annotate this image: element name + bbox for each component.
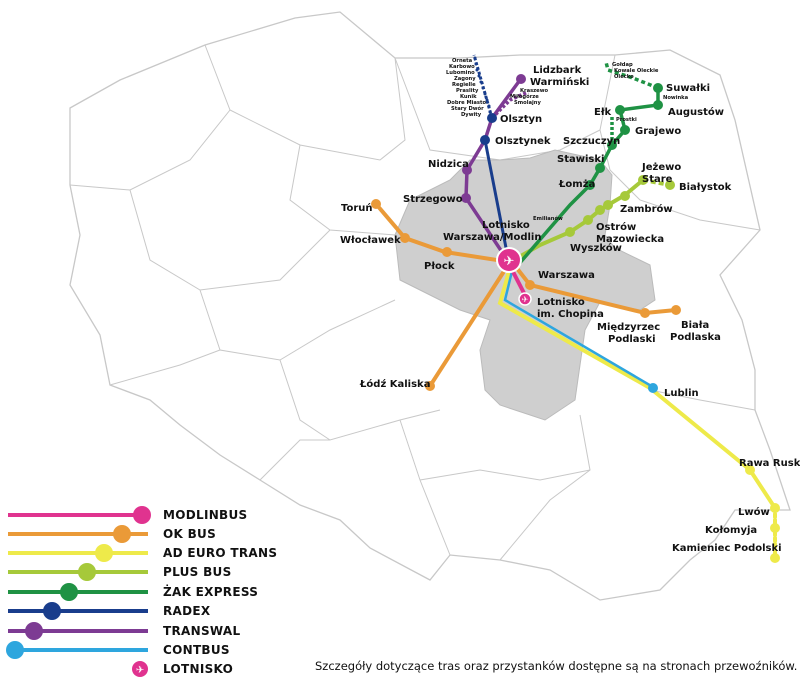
label-kunik: Kunik bbox=[460, 94, 477, 100]
svg-text:✈: ✈ bbox=[136, 665, 144, 676]
label-jezewo-2: Stare bbox=[642, 174, 673, 185]
label-biala-2: Podlaska bbox=[670, 332, 721, 343]
svg-text:✈: ✈ bbox=[522, 295, 529, 304]
legend: MODLINBUS OK BUS AD EURO TRANS PLUS BUS … bbox=[6, 506, 277, 677]
legend-lotnisko: ✈ LOTNISKO bbox=[132, 661, 233, 677]
label-rawa: Rawa Ruska bbox=[739, 458, 800, 469]
label-olsztynek: Olsztynek bbox=[495, 136, 551, 147]
label-lotnisko-chopin-1: Lotnisko bbox=[537, 297, 585, 308]
svg-text:AD EURO TRANS: AD EURO TRANS bbox=[163, 546, 277, 560]
label-kraszewo: Kraszewo bbox=[520, 88, 548, 94]
stops bbox=[371, 74, 780, 563]
label-ornety: Orneta bbox=[452, 58, 473, 64]
label-nowinka: Nowinka bbox=[663, 95, 689, 101]
label-lodz: Łódź Kaliska bbox=[359, 378, 430, 390]
label-wyszkow: Wyszków bbox=[570, 242, 622, 254]
legend-ad-euro-trans: AD EURO TRANS bbox=[8, 544, 277, 562]
label-lidzbark: Lidzbark bbox=[533, 65, 582, 76]
svg-text:CONTBUS: CONTBUS bbox=[163, 643, 230, 657]
label-praslity: Praslity bbox=[456, 88, 479, 94]
label-kolomyja: Kołomyja bbox=[705, 525, 757, 536]
label-szczuczyn: Szczuczyn bbox=[563, 136, 620, 147]
label-jezewo-1: Jeżewo bbox=[641, 162, 681, 173]
legend-radex: RADEX bbox=[8, 602, 211, 620]
svg-text:LOTNISKO: LOTNISKO bbox=[163, 662, 233, 676]
label-biala-1: Biała bbox=[681, 320, 709, 331]
svg-text:PLUS BUS: PLUS BUS bbox=[163, 565, 232, 579]
minor-stops bbox=[473, 56, 492, 114]
label-olsztyn: Olsztyn bbox=[500, 114, 542, 125]
label-emilianow: Emilianów bbox=[533, 215, 563, 222]
label-milogorze: Miłogórze bbox=[510, 93, 539, 100]
label-zagony: Zagony bbox=[454, 76, 476, 82]
svg-text:OK BUS: OK BUS bbox=[163, 527, 216, 541]
svg-text:✈: ✈ bbox=[504, 254, 515, 269]
legend-ok-bus: OK BUS bbox=[8, 525, 216, 543]
label-lotnisko-modlin-2: Warszawa/Modlin bbox=[443, 232, 541, 243]
label-bialystok: Białystok bbox=[679, 182, 732, 193]
legend-contbus: CONTBUS bbox=[6, 641, 230, 659]
legend-plus-bus: PLUS BUS bbox=[8, 563, 232, 581]
legend-modlinbus: MODLINBUS bbox=[8, 506, 248, 524]
label-elk: Ełk bbox=[594, 107, 612, 118]
label-zambrow: Zambrów bbox=[620, 203, 673, 215]
label-stawiski: Stawiski bbox=[557, 154, 604, 165]
route-contbus bbox=[503, 262, 654, 389]
label-lotnisko-chopin-2: im. Chopina bbox=[537, 309, 604, 320]
route-ok-bus bbox=[374, 202, 677, 388]
voivodeship-borders bbox=[69, 44, 761, 561]
label-kowale: Kowale Oleckie bbox=[614, 68, 659, 74]
airport-modlin-icon: ✈ bbox=[496, 247, 522, 273]
label-reginelle: Regielle bbox=[452, 82, 476, 88]
legend-transwal: TRANSWAL bbox=[8, 622, 240, 640]
label-miedzyrzec-1: Międzyrzec bbox=[597, 322, 660, 333]
label-warminski: Warmiński bbox=[530, 76, 589, 88]
label-warszawa: Warszawa bbox=[538, 270, 595, 281]
label-dywity: Dywity bbox=[461, 112, 482, 118]
label-lubomino: Lubomino bbox=[446, 70, 475, 76]
svg-text:MODLINBUS: MODLINBUS bbox=[163, 508, 248, 522]
svg-text:RADEX: RADEX bbox=[163, 604, 211, 618]
route-transwal bbox=[464, 78, 529, 259]
label-augustow: Augustów bbox=[668, 106, 724, 118]
label-prostki: Prostki bbox=[616, 117, 637, 123]
label-kamieniec: Kamieniec Podolski bbox=[672, 543, 782, 554]
label-strzegowo: Strzegowo bbox=[403, 194, 463, 205]
city-labels: Lidzbark Warmiński Olsztyn Olsztynek Nid… bbox=[340, 58, 800, 554]
label-ostrow-2: Mazowiecka bbox=[596, 234, 664, 245]
label-suwalki: Suwałki bbox=[666, 83, 710, 94]
label-ostrow-1: Ostrów bbox=[596, 221, 636, 233]
label-smolajny: Smolajny bbox=[514, 100, 541, 106]
label-stary-dwor: Stary Dwór bbox=[451, 105, 484, 112]
label-wloclawek: Włocławek bbox=[340, 235, 401, 246]
label-nidzica: Nidzica bbox=[428, 159, 469, 170]
label-lomza: Łomża bbox=[558, 179, 595, 190]
label-torun: Toruń bbox=[341, 202, 373, 214]
poland-outline bbox=[69, 11, 791, 601]
svg-text:ŻAK EXPRESS: ŻAK EXPRESS bbox=[163, 584, 258, 599]
footnote: Szczegóły dotyczące tras oraz przystankó… bbox=[315, 659, 797, 673]
label-lotnisko-modlin-1: Lotnisko bbox=[482, 220, 530, 231]
label-lublin: Lublin bbox=[664, 388, 699, 399]
airport-chopin-icon: ✈ bbox=[518, 292, 532, 306]
label-dobre-miasto: Dobre Miasto bbox=[447, 100, 486, 106]
svg-text:TRANSWAL: TRANSWAL bbox=[163, 624, 240, 638]
label-miedzyrzec-2: Podlaski bbox=[608, 334, 656, 345]
label-karbowo: Karbowo bbox=[449, 64, 475, 70]
label-olecko: Olecko bbox=[614, 74, 634, 80]
label-goldap: Gołdap bbox=[612, 62, 633, 68]
label-lwow: Lwów bbox=[738, 506, 770, 518]
label-plock: Płock bbox=[424, 261, 455, 272]
legend-zak-express: ŻAK EXPRESS bbox=[8, 583, 258, 601]
label-grajewo: Grajewo bbox=[635, 126, 681, 137]
